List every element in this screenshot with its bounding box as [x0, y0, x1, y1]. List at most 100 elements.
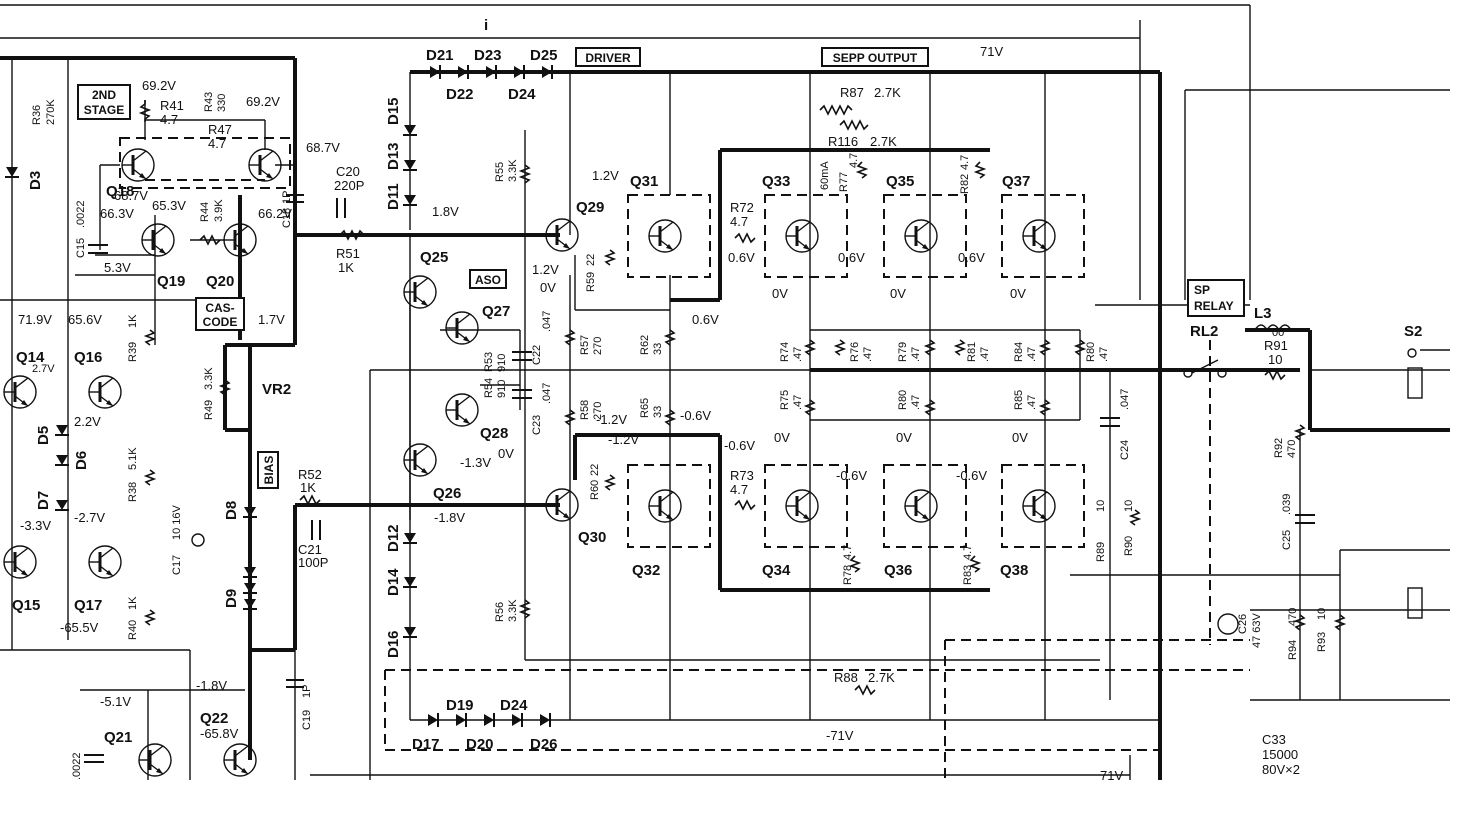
transistor-q29 — [544, 217, 580, 253]
label-q21: Q21 — [104, 729, 132, 746]
voltage-neg-71: -71V — [826, 728, 854, 743]
label-q17: Q17 — [74, 597, 102, 614]
value-c22: .047 — [541, 311, 553, 332]
voltage-neg-65-8: -65.8V — [200, 726, 239, 741]
transistor-q14 — [2, 374, 38, 410]
label-r38: R38 — [127, 482, 139, 502]
voltage-65-3: 65.3V — [152, 198, 186, 213]
label-r54: R54 — [483, 378, 495, 398]
value-r41: 4.7 — [160, 112, 178, 127]
transistor-q16 — [87, 374, 123, 410]
label-c17: C17 — [171, 555, 183, 575]
label-d24: D24 — [500, 697, 528, 714]
label-q27: Q27 — [482, 303, 510, 320]
value-r74: .47 — [792, 347, 804, 362]
value-r94: 470 — [1287, 608, 1299, 626]
value-r47: 4.7 — [208, 136, 226, 151]
voltage-66-3: 66.3V — [100, 206, 134, 221]
label-d18: D17 — [412, 736, 440, 753]
voltage-neg-1-2b: -1.2V — [608, 432, 639, 447]
misc-labels: VR2 RL2 L3 S2 i 00 — [262, 17, 1422, 398]
voltage-1-2b: 1.2V — [532, 262, 559, 277]
resistor-symbols — [138, 100, 1347, 696]
label-r88: R88 — [834, 670, 858, 685]
transistor-q18a — [120, 147, 156, 183]
value-r56: 3.3K — [507, 599, 519, 622]
label-r94: R94 — [1287, 640, 1299, 660]
voltage-0b: 0V — [772, 286, 788, 301]
value-r81: .47 — [979, 347, 991, 362]
value-r54: 910 — [496, 380, 508, 398]
voltage-neg-5-1: -5.1V — [100, 694, 131, 709]
label-c21: C21 — [298, 542, 322, 557]
label-r72: R72 — [730, 200, 754, 215]
label-r79: R79 — [897, 342, 909, 362]
label-q15: Q15 — [12, 597, 40, 614]
label-r91: R91 — [1264, 338, 1288, 353]
transistor-labels: Q18 Q19 Q20 Q14 Q16 Q15 Q17 Q21 Q22 Q25 … — [12, 173, 1030, 746]
voltage-0c: 0V — [890, 286, 906, 301]
label-r81: R81 — [966, 342, 978, 362]
voltage-69-2a: 69.2V — [142, 78, 176, 93]
value-c23: .047 — [541, 383, 553, 404]
value-r62: 33 — [652, 343, 664, 355]
device-boxes — [119, 137, 1085, 548]
value-r93: 10 — [1316, 608, 1328, 620]
label-r82: R82 — [959, 174, 971, 194]
value-r91: 10 — [1268, 352, 1282, 367]
value-r38: 5.1K — [127, 447, 139, 470]
label-r80a: R80 — [1085, 342, 1097, 362]
value-r40: 1K — [127, 596, 139, 610]
label-r62: R62 — [639, 335, 651, 355]
label-r53: R53 — [483, 352, 495, 372]
value-r53: 910 — [496, 354, 508, 372]
value-c16: .0022 — [71, 752, 83, 780]
value-r90: 10 — [1123, 500, 1135, 512]
value-c21: 100P — [298, 555, 328, 570]
label-r77: R77 — [838, 172, 850, 192]
label-r57: R57 — [579, 335, 591, 355]
label-r47: R47 — [208, 122, 232, 137]
label-d6: D6 — [73, 451, 90, 470]
value-r79: .47 — [910, 347, 922, 362]
value-r39: 1K — [127, 314, 139, 328]
voltage-0d: 0V — [1010, 286, 1026, 301]
voltage-0-6d: 0.6V — [958, 250, 985, 265]
label-c33: C33 — [1262, 732, 1286, 747]
label-c15: C15 — [75, 238, 87, 258]
voltage-0-6a: 0.6V — [692, 312, 719, 327]
label-d12: D12 — [385, 524, 402, 552]
transistor-q19 — [140, 222, 176, 258]
label-d17: D21 — [426, 47, 454, 64]
voltage-0e: 0V — [498, 446, 514, 461]
label-q38: Q38 — [1000, 562, 1028, 579]
label-q19: Q19 — [157, 273, 185, 290]
voltage-neg-0-6b: -0.6V — [724, 438, 755, 453]
label-r85: R85 — [1013, 390, 1025, 410]
label-r49: R49 — [203, 400, 215, 420]
transistor-q35 — [903, 218, 939, 254]
label-r65: R65 — [639, 398, 651, 418]
voltage-neg-0-6c: -0.6V — [836, 468, 867, 483]
value-r77: 4.7 — [848, 153, 860, 168]
value-r73: 4.7 — [730, 482, 748, 497]
sp-relay-box-line2: RELAY — [1194, 299, 1234, 313]
voltage-68-7b: 68.7V — [114, 188, 148, 203]
aso-box: ASO — [475, 273, 501, 287]
sepp-output-box: SEPP OUTPUT — [833, 51, 918, 65]
cascode-box: CAS- — [205, 301, 234, 315]
voltage-68-7a: 68.7V — [306, 140, 340, 155]
voltage-neg-0-6d: -0.6V — [956, 468, 987, 483]
resistor-labels: R36 270K R41 4.7 R43 330 R47 4.7 R44 3.9… — [31, 85, 1328, 685]
label-r52: R52 — [298, 467, 322, 482]
label-r73: R73 — [730, 468, 754, 483]
label-d25: D25 — [530, 47, 558, 64]
label-d15: D15 — [385, 97, 402, 125]
label-c18: C18 — [281, 208, 293, 228]
capacitor-symbols — [84, 194, 1315, 763]
value-c33: 15000 — [1262, 747, 1298, 762]
label-c25: C25 — [1281, 530, 1293, 550]
label-q28: Q28 — [480, 425, 508, 442]
voltage-65-6: 65.6V — [68, 312, 102, 327]
